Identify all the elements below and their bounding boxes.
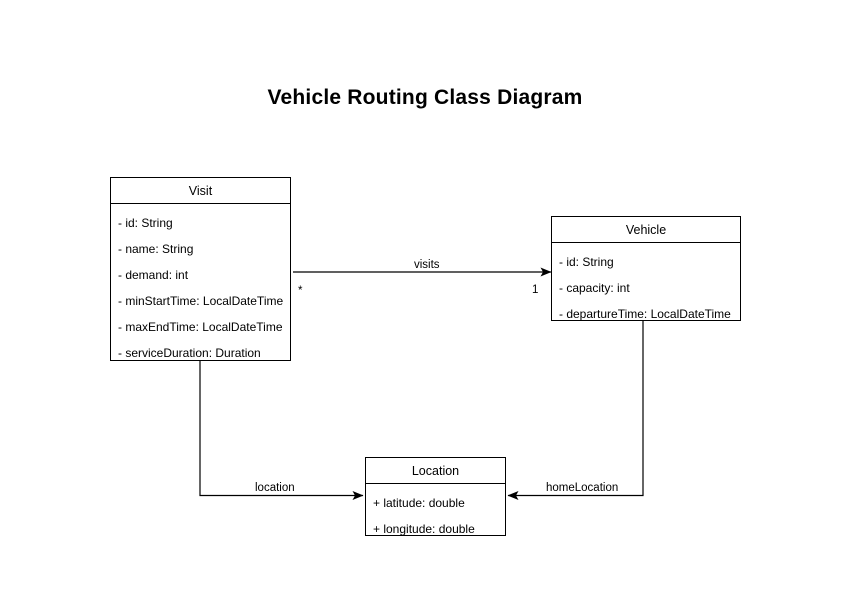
class-name-vehicle: Vehicle <box>552 217 740 243</box>
class-box-location[interactable]: Location + latitude: double + longitude:… <box>365 457 506 536</box>
attribute-row: - maxEndTime: LocalDateTime <box>118 320 283 334</box>
page-title: Vehicle Routing Class Diagram <box>267 86 583 109</box>
class-attributes-location: + latitude: double + longitude: double <box>366 484 505 548</box>
attribute-row: + longitude: double <box>373 522 475 536</box>
edge-label-visits: visits <box>411 259 443 271</box>
class-name-location: Location <box>366 458 505 484</box>
edge-label-home-location: homeLocation <box>543 482 622 494</box>
class-name-visit: Visit <box>111 178 290 204</box>
edge-location <box>199 361 364 500</box>
attribute-row: - serviceDuration: Duration <box>118 346 261 360</box>
edge-home-location <box>507 321 644 500</box>
attribute-row: + latitude: double <box>373 496 465 510</box>
attribute-row: - minStartTime: LocalDateTime <box>118 294 284 308</box>
class-box-visit[interactable]: Visit - id: String - name: String - dema… <box>110 177 291 361</box>
class-attributes-visit: - id: String - name: String - demand: in… <box>111 204 290 372</box>
attribute-row: - demand: int <box>118 268 189 282</box>
multiplicity-visits-target: * <box>298 285 303 297</box>
edge-label-location: location <box>252 482 298 494</box>
class-box-vehicle[interactable]: Vehicle - id: String - capacity: int - d… <box>551 216 741 321</box>
attribute-row: - id: String <box>118 216 173 230</box>
class-attributes-vehicle: - id: String - capacity: int - departure… <box>552 243 740 333</box>
multiplicity-visits-source: 1 <box>532 284 539 296</box>
attribute-row: - id: String <box>559 255 614 269</box>
attribute-row: - name: String <box>118 242 194 256</box>
attribute-row: - departureTime: LocalDateTime <box>559 307 731 321</box>
attribute-row: - capacity: int <box>559 281 630 295</box>
